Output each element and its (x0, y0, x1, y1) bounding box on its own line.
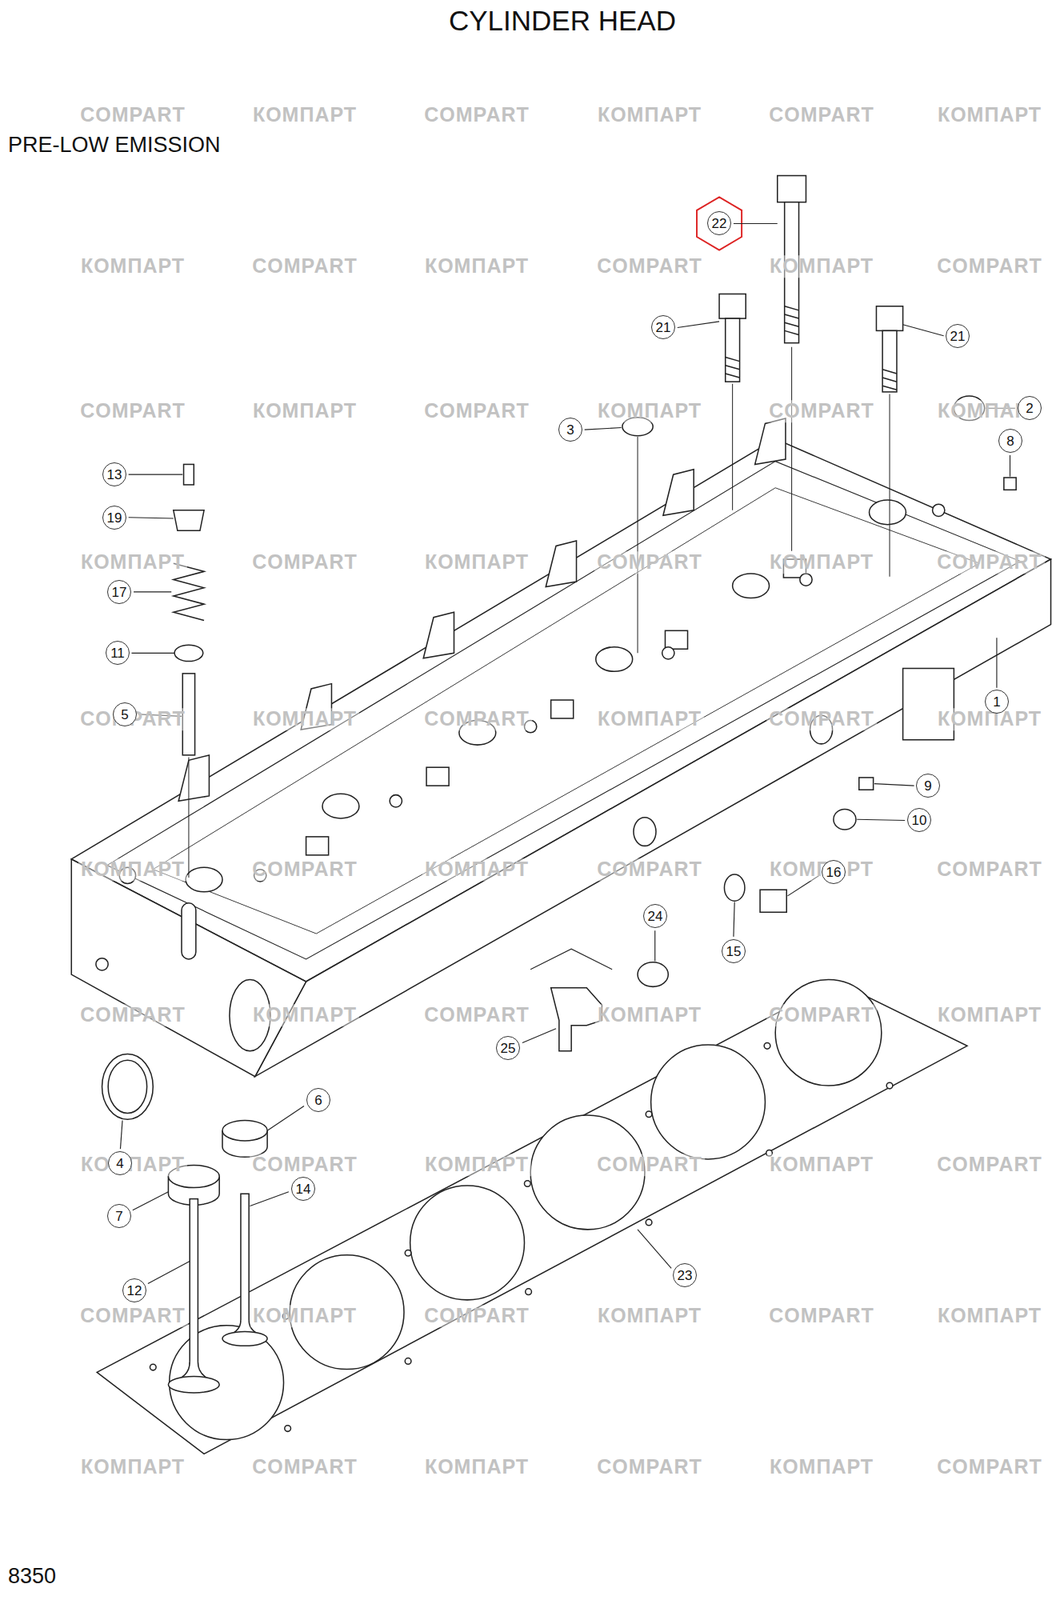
diagram-title: CYLINDER HEAD (448, 4, 676, 37)
callout-number: 9 (916, 773, 940, 798)
watermark: COMPART (249, 1456, 360, 1479)
watermark: КОМПАРТ (767, 1456, 876, 1479)
callout-number: 14 (291, 1176, 316, 1201)
watermark: КОМПАРТ (250, 1004, 360, 1027)
callout-number: 4 (108, 1151, 132, 1176)
callout-number: 5 (112, 702, 137, 727)
watermark: КОМПАРТ (935, 104, 1044, 127)
watermark: COMPART (421, 104, 532, 127)
note-text: PRE-LOW EMISSION (8, 132, 221, 158)
watermark: COMPART (934, 1456, 1045, 1479)
watermark: КОМПАРТ (78, 1153, 188, 1176)
note-text: 8350 (8, 1564, 56, 1589)
watermark: COMPART (421, 1004, 532, 1027)
watermark: COMPART (421, 1304, 532, 1328)
watermark: КОМПАРТ (595, 400, 704, 423)
callout-number: 19 (102, 505, 127, 530)
callout-number: 17 (107, 580, 132, 604)
watermark: КОМПАРТ (78, 551, 188, 574)
watermark: COMPART (766, 708, 877, 731)
callout-number: 3 (558, 417, 583, 442)
watermark: COMPART (249, 858, 360, 881)
watermark: COMPART (594, 1456, 705, 1479)
watermark: КОМПАРТ (767, 255, 876, 278)
watermark: КОМПАРТ (250, 400, 360, 423)
watermark: COMPART (766, 1304, 877, 1328)
callout-number: 8 (998, 428, 1023, 453)
watermark: COMPART (594, 858, 705, 881)
callout-number: 10 (907, 808, 932, 832)
watermark: COMPART (77, 1304, 188, 1328)
watermark: COMPART (594, 1153, 705, 1176)
watermark: КОМПАРТ (422, 255, 532, 278)
watermark: КОМПАРТ (595, 708, 704, 731)
callout-number: 13 (102, 462, 127, 487)
watermark: КОМПАРТ (767, 551, 876, 574)
watermark: COMPART (77, 104, 188, 127)
watermark: КОМПАРТ (422, 551, 532, 574)
watermark: COMPART (594, 551, 705, 574)
watermark: КОМПАРТ (78, 1456, 188, 1479)
watermark: КОМПАРТ (595, 1004, 704, 1027)
callout-number: 25 (496, 1036, 520, 1060)
watermark: COMPART (934, 551, 1045, 574)
watermark: КОМПАРТ (250, 708, 360, 731)
watermark: COMPART (249, 551, 360, 574)
watermark: КОМПАРТ (935, 1004, 1044, 1027)
watermark: COMPART (934, 858, 1045, 881)
watermark: COMPART (766, 1004, 877, 1027)
callout-number: 16 (821, 860, 846, 884)
watermark: COMPART (249, 1153, 360, 1176)
watermark: COMPART (766, 104, 877, 127)
watermark: COMPART (421, 708, 532, 731)
watermark: КОМПАРТ (78, 255, 188, 278)
callout-number: 21 (945, 324, 970, 348)
watermark: КОМПАРТ (595, 1304, 704, 1328)
callout-number: 7 (107, 1204, 132, 1228)
callout-number: 22 (707, 211, 732, 236)
callout-number: 1 (984, 689, 1009, 714)
callout-number: 21 (651, 315, 676, 340)
watermark: КОМПАРТ (767, 1153, 876, 1176)
callout-number: 24 (643, 904, 668, 928)
callout-number: 23 (672, 1263, 697, 1288)
callout-number: 6 (306, 1088, 331, 1112)
callout-number: 11 (105, 640, 130, 665)
watermark: КОМПАРТ (78, 858, 188, 881)
watermark: КОМПАРТ (422, 1456, 532, 1479)
watermark: COMPART (594, 255, 705, 278)
watermark: КОМПАРТ (250, 104, 360, 127)
watermark: COMPART (934, 1153, 1045, 1176)
watermark: КОМПАРТ (595, 104, 704, 127)
watermark: КОМПАРТ (250, 1304, 360, 1328)
callout-number: 12 (122, 1278, 147, 1303)
watermark: COMPART (249, 255, 360, 278)
watermark: КОМПАРТ (422, 1153, 532, 1176)
watermark: COMPART (421, 400, 532, 423)
watermark: COMPART (77, 1004, 188, 1027)
callout-number: 2 (1017, 396, 1042, 420)
watermark: COMPART (934, 255, 1045, 278)
callout-number: 15 (721, 939, 746, 964)
watermark: COMPART (77, 400, 188, 423)
watermark: КОМПАРТ (935, 1304, 1044, 1328)
watermark: КОМПАРТ (422, 858, 532, 881)
watermark: COMPART (766, 400, 877, 423)
